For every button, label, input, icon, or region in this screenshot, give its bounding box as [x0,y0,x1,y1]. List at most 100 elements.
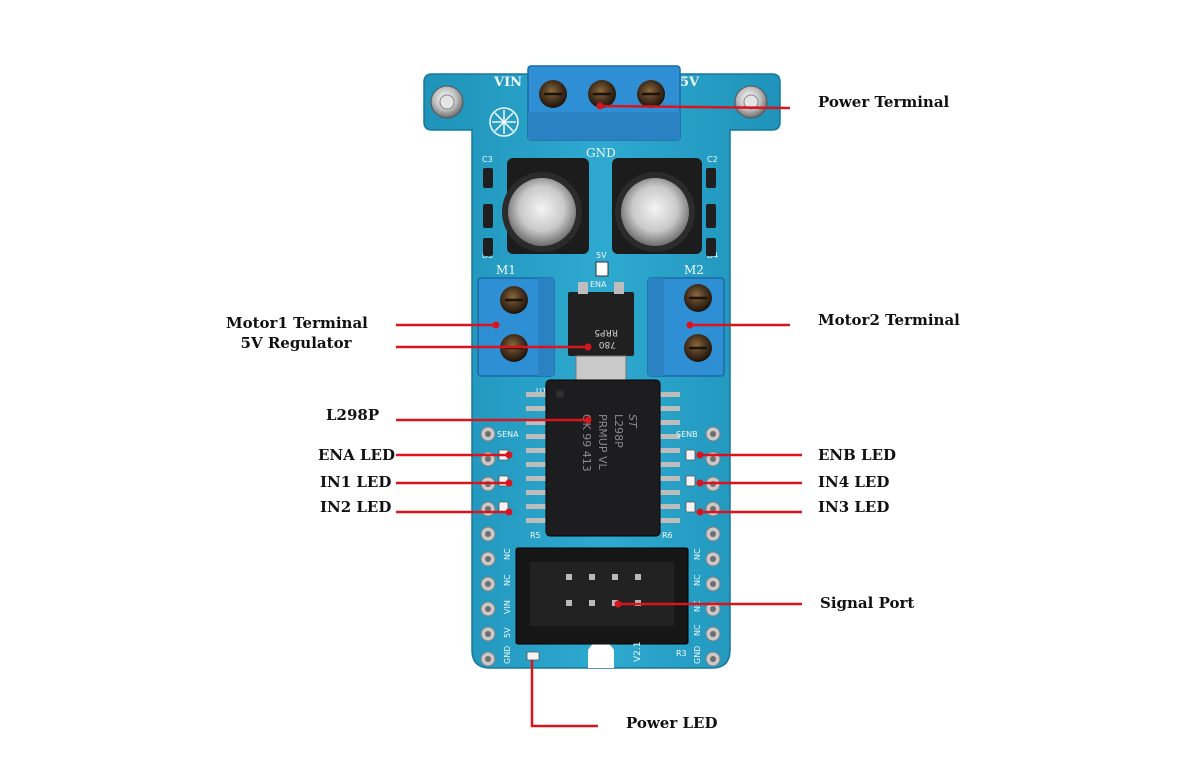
chip-pin [526,392,548,397]
right-pin-label: GND [693,646,702,664]
chip-pin [658,448,680,453]
header-pad-hole [710,556,716,562]
header-pad-hole [710,606,716,612]
header-pad-hole [485,556,491,562]
left-pin-label: VIN [503,600,512,614]
chip-pin [526,490,548,495]
mounting-hole-right [734,85,768,119]
label-signal-port: Signal Port [820,594,915,612]
leds [498,449,696,661]
left-pin-label: GND [503,646,512,664]
chip-pin [658,420,680,425]
label-motor2-terminal: Motor2 Terminal [818,311,960,329]
capacitor-right [612,158,702,254]
silk-ena: ENA [590,280,607,289]
chip-pin [526,476,548,481]
label-5v-regulator: 5V Regulator [240,334,352,352]
header-pad-hole [485,431,491,437]
header-pad-hole [485,631,491,637]
header-pad-hole [710,631,716,637]
header-pad-hole [485,581,491,587]
silk-5v: 5V [680,75,700,90]
right-pin-label: NC [693,600,702,612]
chip-marking-st: ST [626,414,639,429]
right-pin-label: NC [693,624,702,636]
header-pad-hole [710,456,716,462]
label-in2-led: IN2 LED [320,498,392,516]
silk-vin: VIN [493,75,522,90]
left-pin-label: NC [503,548,512,560]
chip-pin [526,448,548,453]
label-motor1-terminal: Motor1 Terminal [226,314,368,332]
motor1-terminal-block [477,277,555,377]
header-pad-hole [710,506,716,512]
header-pad-hole [485,456,491,462]
header-pad-hole [710,431,716,437]
label-in1-led: IN1 LED [320,473,392,491]
chip-marking-l298p: L298P [612,414,625,448]
chip-marking-4: GK 99 413 [580,414,593,472]
right-pin-label: NC [693,548,702,560]
silk-version: V2.1 [633,642,643,662]
regulator-label-1: 780 [599,339,616,349]
chip-pin [658,392,680,397]
label-in4-led: IN4 LED [818,473,890,491]
left-pin-label: NC [503,574,512,586]
silk-m1: M1 [496,263,516,277]
silk-r3: R3 [676,649,687,658]
header-pad-hole [710,531,716,537]
regulator-chip [568,282,634,383]
motor2-terminal-block [647,277,725,377]
chip-pin [526,462,548,467]
silk-r5: R5 [530,531,541,540]
jumper-5v [595,261,609,277]
chip-pin [658,504,680,509]
side-components [483,168,716,256]
mounting-hole-left [430,85,464,119]
header-pad-hole [710,581,716,587]
silk-m2: M2 [684,263,704,277]
chip-pin [658,462,680,467]
chip-pin [526,434,548,439]
label-ena-led: ENA LED [318,446,395,464]
right-pin-label: NC [693,574,702,586]
callout-lines [396,104,802,728]
silk-gnd: GND [586,146,616,160]
header-pad-hole [485,656,491,662]
capacitor-left [502,158,589,254]
silk-r6: R6 [662,531,673,540]
label-enb-led: ENB LED [818,446,897,464]
chip-markings: ST L298P PRMUP VL GK 99 413 [580,414,639,472]
line-power-led [530,660,598,728]
label-power-led: Power LED [626,714,718,732]
line-power-terminal [599,104,791,110]
chip-pin [658,476,680,481]
signal-port-connector [515,547,689,645]
silk-sena: SENA [497,430,519,439]
chip-pin [658,434,680,439]
chip-pin [526,518,548,523]
chip-marking-3: PRMUP VL [596,414,609,470]
header-pad-hole [485,506,491,512]
label-in3-led: IN3 LED [818,498,890,516]
label-l298p: L298P [326,406,380,424]
chip-pin [526,420,548,425]
header-pad-hole [485,606,491,612]
chip-pin [526,406,548,411]
logo-mark [489,107,519,137]
chip-pin [658,518,680,523]
header-pad-hole [710,656,716,662]
chip-pin [526,504,548,509]
silk-c3: C3 [482,155,493,164]
left-pin-labels: NC NC VIN 5V GND [503,548,512,664]
header-pad-hole [485,531,491,537]
silk-5v-small: 5V [596,251,607,260]
callout-dots [492,102,704,608]
chip-pin [658,490,680,495]
right-pin-labels: NC NC NC NC GND [693,548,702,664]
silk-senb: SENB [676,430,698,439]
power-terminal-block [527,65,681,141]
chip-pin [658,406,680,411]
left-pin-label: 5V [503,627,512,638]
